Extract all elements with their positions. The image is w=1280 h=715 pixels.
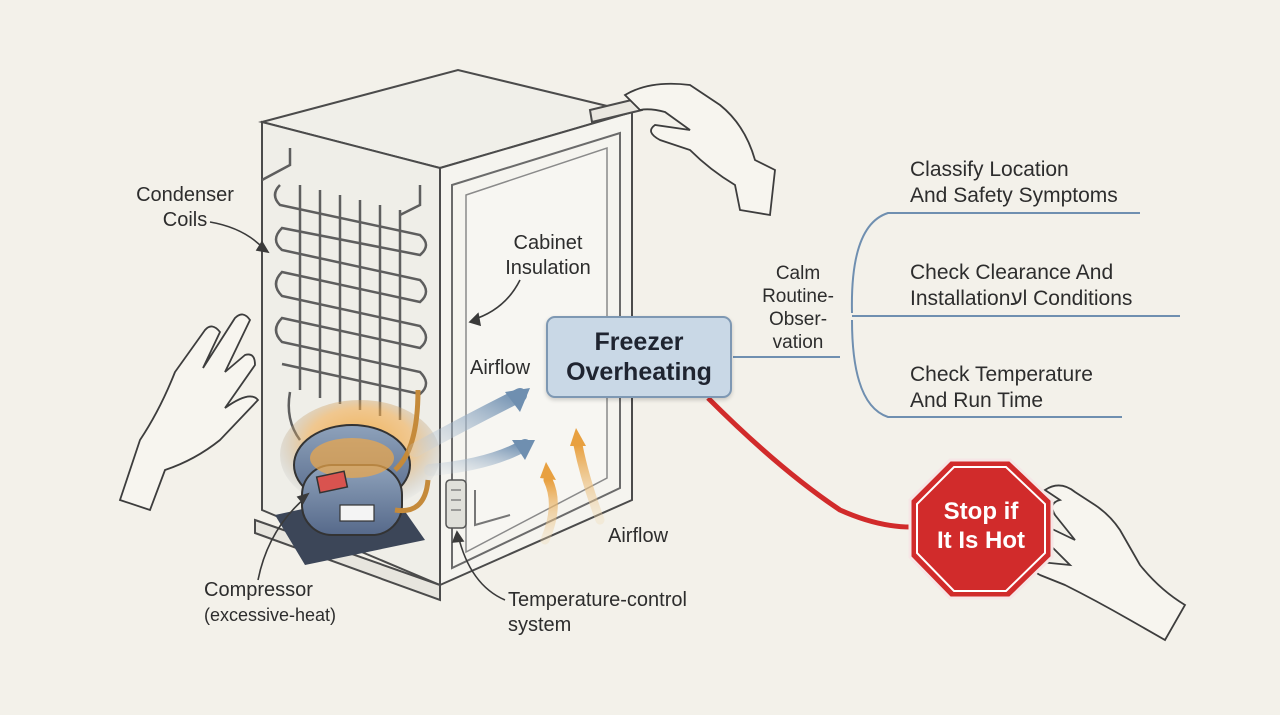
step-check-clearance: Check Clearance And Installationעl Condi… xyxy=(910,260,1132,312)
central-node-line-2: Overheating xyxy=(566,358,712,386)
condenser-coils-label: Condenser Coils xyxy=(132,183,238,233)
airflow-label-lower: Airflow xyxy=(608,525,669,547)
central-node-line-1: Freezer xyxy=(594,328,684,356)
compressor-label-line-2: (excessive-heat) xyxy=(204,605,337,625)
step-classify-location: Classify Location And Safety Symptoms xyxy=(910,157,1118,209)
step-check-temperature: Check Temperature And Run Time xyxy=(910,362,1093,414)
step-2-line-2: Installationעl Conditions xyxy=(910,287,1133,310)
stop-sign-icon xyxy=(908,458,1054,600)
cabinet-insulation-label-line-2: Insulation xyxy=(505,257,591,279)
branch-label-line-3: Obser- xyxy=(768,309,828,330)
airflow-arrows-orange xyxy=(540,428,605,545)
compressor-label: Compressor (excessive-heat) xyxy=(204,578,336,628)
compressor-label-line-1: Compressor xyxy=(204,579,313,601)
temperature-control-label-line-2: system xyxy=(508,614,572,636)
leader-lines xyxy=(209,221,521,601)
central-node-freezer-overheating: Freezer Overheating xyxy=(546,316,732,398)
step-3-line-1: Check Temperature xyxy=(910,363,1093,386)
hand-top-artwork xyxy=(623,82,776,217)
stop-sign-line-1: Stop if xyxy=(943,498,1019,525)
step-3-line-2: And Run Time xyxy=(910,389,1044,412)
step-1-line-1: Classify Location xyxy=(910,158,1069,181)
branch-label-line-2: Routine- xyxy=(762,286,834,307)
temperature-control-label: Temperature-control system xyxy=(508,588,687,638)
branch-label-line-1: Calm xyxy=(775,263,821,284)
stop-sign-text: Stop if It Is Hot xyxy=(911,497,1051,555)
step-2-line-1: Check Clearance And xyxy=(910,261,1114,284)
airflow-label-upper: Airflow xyxy=(470,357,531,379)
step-1-line-2: And Safety Symptoms xyxy=(910,184,1118,207)
branch-label-line-4: vation xyxy=(772,332,824,353)
stop-sign-line-2: It Is Hot xyxy=(937,527,1025,554)
compressor-artwork xyxy=(275,389,431,565)
condenser-coils-label-line-1: Condenser xyxy=(136,184,234,206)
condenser-coils-artwork xyxy=(261,148,428,441)
branch-label-calm-routine-observation: Calm Routine- Obser- vation xyxy=(748,262,848,354)
temperature-control-label-line-1: Temperature-control xyxy=(508,589,687,611)
branch-lines xyxy=(733,212,1180,418)
airflow-arrows-blue xyxy=(408,388,535,476)
temperature-control-artwork xyxy=(445,479,511,529)
hand-right-artwork xyxy=(1034,484,1187,642)
cabinet-insulation-label-line-1: Cabinet xyxy=(513,232,583,254)
condenser-coils-label-line-2: Coils xyxy=(162,209,208,231)
stop-connector-line xyxy=(706,396,916,530)
hand-left-artwork xyxy=(118,313,260,512)
cabinet-insulation-label: Cabinet Insulation xyxy=(496,231,600,281)
